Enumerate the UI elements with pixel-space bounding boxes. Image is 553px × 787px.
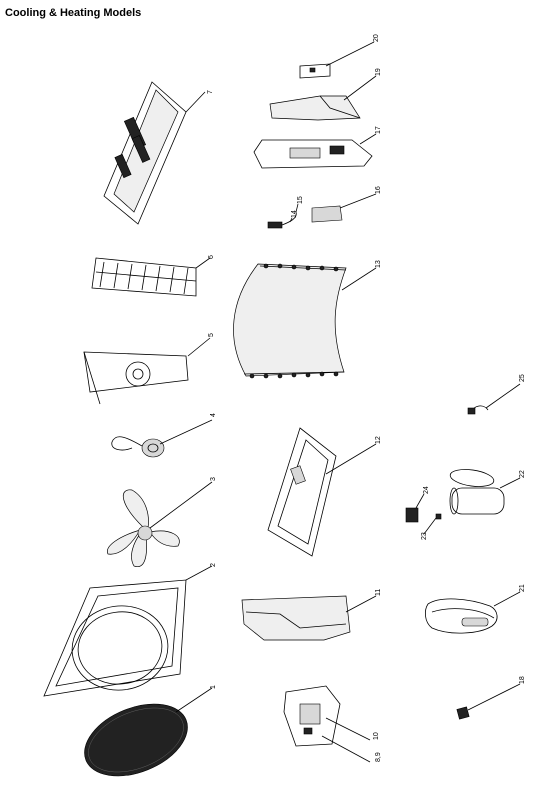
callout-24: 24 — [423, 486, 430, 494]
callout-10: 10 — [373, 732, 380, 740]
callout-6: 6 — [208, 255, 215, 259]
callout-17: 17 — [375, 126, 382, 134]
part-plug[interactable]: 18 — [456, 676, 526, 720]
part-connector[interactable]: 25 — [467, 374, 526, 415]
part-bottom-tray[interactable]: 11 — [241, 589, 382, 641]
part-fan-motor[interactable]: 4 — [111, 413, 217, 458]
part-clip[interactable]: 23 — [421, 513, 442, 540]
part-compressor[interactable]: 22 — [449, 467, 526, 515]
part-filter[interactable]: 6 — [91, 255, 215, 297]
callout-5: 5 — [208, 333, 215, 337]
callout-8-9: 8,9 — [375, 752, 382, 762]
part-fan-blade[interactable]: 3 — [107, 477, 217, 568]
page-title: Cooling & Heating Models — [5, 7, 142, 19]
callout-19: 19 — [375, 68, 382, 76]
callout-1: 1 — [210, 685, 217, 689]
part-sensor[interactable]: 15 14 — [267, 196, 304, 229]
part-grille[interactable]: 1 — [74, 685, 217, 787]
callout-14: 14 — [291, 210, 298, 218]
callout-13: 13 — [375, 260, 382, 268]
callout-23: 23 — [421, 532, 428, 540]
part-capacitor[interactable]: 24 — [405, 486, 430, 523]
callout-11: 11 — [375, 589, 382, 596]
part-electrical-box[interactable]: 10 8,9 — [283, 685, 382, 763]
callout-22: 22 — [519, 470, 526, 478]
part-control-box[interactable]: 16 — [311, 186, 382, 223]
callout-16: 16 — [375, 186, 382, 194]
part-drain-tray[interactable]: 17 — [253, 126, 382, 169]
part-top-bracket[interactable]: 19 — [269, 68, 382, 121]
callout-7: 7 — [207, 90, 214, 94]
part-base-frame[interactable]: 5 — [83, 333, 215, 405]
part-top-cover[interactable]: 20 — [299, 34, 380, 79]
part-fan-housing[interactable]: 2 — [43, 563, 217, 697]
callout-15: 15 — [297, 196, 304, 204]
callout-20: 20 — [373, 34, 380, 42]
callout-12: 12 — [375, 436, 382, 444]
callout-3: 3 — [210, 477, 217, 481]
callout-2: 2 — [210, 563, 217, 567]
part-pipe-assembly[interactable]: 21 — [424, 584, 526, 634]
callout-21: 21 — [519, 584, 526, 592]
callout-25: 25 — [519, 374, 526, 382]
part-heat-exchanger[interactable]: 13 — [233, 260, 383, 379]
part-front-panel[interactable]: 7 — [103, 81, 214, 225]
part-side-panel[interactable]: 12 — [267, 427, 382, 557]
callout-18: 18 — [519, 676, 526, 684]
callout-4: 4 — [210, 413, 217, 417]
